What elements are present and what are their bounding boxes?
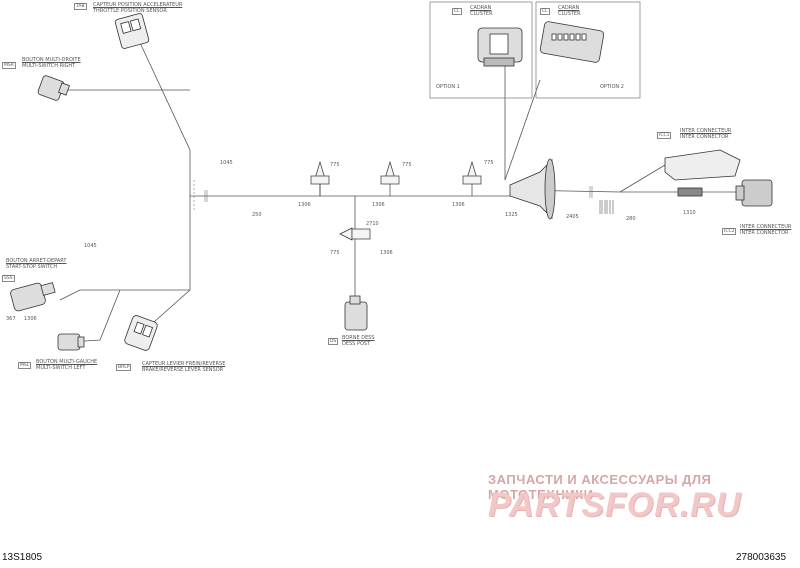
brake-lever-sensor-connector xyxy=(124,315,158,351)
dim-9: 1310 xyxy=(683,210,696,216)
drawing-ref-left: 13S1805 xyxy=(2,552,43,563)
dim-14: 1306 xyxy=(24,316,37,322)
dess-post-connector xyxy=(344,295,368,331)
dim-5: 1306 xyxy=(298,202,311,208)
throttle-label-fr: CAPTEUR POSITION ACCELERATEUR xyxy=(93,2,183,8)
dim-15: 250 xyxy=(252,212,262,218)
cluster-option1-connector xyxy=(477,27,523,67)
dess-label-fr: BORNE DESS xyxy=(342,335,375,341)
cluster2-code: CL xyxy=(540,8,550,15)
inter-connector-2 xyxy=(677,179,773,207)
dim-8: 1325 xyxy=(505,212,518,218)
multiswitch-right-label-en: MULTI-SWITCH RIGHT xyxy=(22,63,76,69)
splice-1 xyxy=(310,160,330,196)
cluster2-option: OPTION 2 xyxy=(600,84,624,90)
dim-3: 775 xyxy=(402,162,412,168)
dim-7: 1306 xyxy=(452,202,465,208)
multileft-code: MSL xyxy=(18,362,32,369)
multileft-label-en: MULTI-SWITCH LEFT xyxy=(36,365,86,371)
inter-label-en: INTER CONNECTOR xyxy=(680,134,729,140)
inter-connector-1 xyxy=(664,149,741,181)
splice-3 xyxy=(462,160,482,185)
dess-code: DS xyxy=(328,338,339,345)
dess-label-en: DESS POST xyxy=(342,341,371,347)
brake-label-fr: CAPTEUR LEVIER FREIN/REVERSE xyxy=(142,361,226,367)
cluster1-label-en: CLUSTER xyxy=(470,11,493,17)
dim-12: 1045 xyxy=(84,243,97,249)
dim-18: 280 xyxy=(626,216,636,222)
multiswitch-left-connector xyxy=(57,333,85,351)
throttle-sensor-connector xyxy=(114,13,150,49)
cluster1-option: OPTION 1 xyxy=(436,84,460,90)
inter2-label-fr: INTER CONNECTEUR xyxy=(740,224,792,230)
watermark-logo: PARTSFOR.RU xyxy=(488,486,742,524)
splice-2 xyxy=(380,160,400,185)
cluster1-code: CL xyxy=(452,8,462,15)
multileft-label-fr: BOUTON MULTI-GAUCHE xyxy=(36,359,98,365)
startstop-label-fr: BOUTON ARRET-DEPART xyxy=(6,258,67,264)
startstop-code: SSS xyxy=(2,275,15,282)
cluster1-label-fr: CADRAN xyxy=(470,5,492,11)
brake-label-en: BRAKE/REVERSE LEVER SENSOR xyxy=(142,367,224,373)
dim-4: 775 xyxy=(484,160,494,166)
inter2-label-en: INTER CONNECTOR xyxy=(740,230,789,236)
cluster2-label-en: CLUSTER xyxy=(558,11,581,17)
dim-10: 775 xyxy=(330,250,340,256)
splice-4 xyxy=(339,227,371,241)
drawing-ref-right: 278003635 xyxy=(736,552,787,563)
dim-13: 367 xyxy=(6,316,16,322)
inter-label-fr: INTER CONNECTEUR xyxy=(680,128,732,134)
inter2-code: ICC2 xyxy=(722,228,737,235)
harness-label-barcode xyxy=(599,200,614,214)
cluster2-label-fr: CADRAN xyxy=(558,5,580,11)
multiswitch-right-code: MSR xyxy=(2,62,16,69)
throttle-label-en: THROTTLE POSITION SENSOR xyxy=(93,8,167,14)
startstop-label-en: START-STOP SWITCH xyxy=(6,264,58,270)
multiswitch-right-connector xyxy=(37,75,70,101)
dim-11: 1306 xyxy=(380,250,393,256)
dim-16: 2710 xyxy=(366,221,379,227)
dim-6: 1306 xyxy=(372,202,385,208)
multiswitch-right-label-fr: BOUTON MULTI-DROITE xyxy=(22,57,81,63)
dim-1: 1045 xyxy=(220,160,233,166)
dim-2: 775 xyxy=(330,162,340,168)
brake-code: BRLP xyxy=(116,364,132,371)
start-stop-switch-connector xyxy=(10,282,56,312)
watermark-tagline: ЗАПЧАСТИ И АКСЕССУАРЫ ДЛЯ МОТОТЕХНИКИ xyxy=(488,472,712,502)
dim-17: 2405 xyxy=(566,214,579,220)
inter-code: ICC1 xyxy=(657,132,672,139)
cluster-option2-connector xyxy=(539,21,605,63)
harness-grommet xyxy=(509,158,556,220)
throttle-code: TAB xyxy=(74,3,87,10)
